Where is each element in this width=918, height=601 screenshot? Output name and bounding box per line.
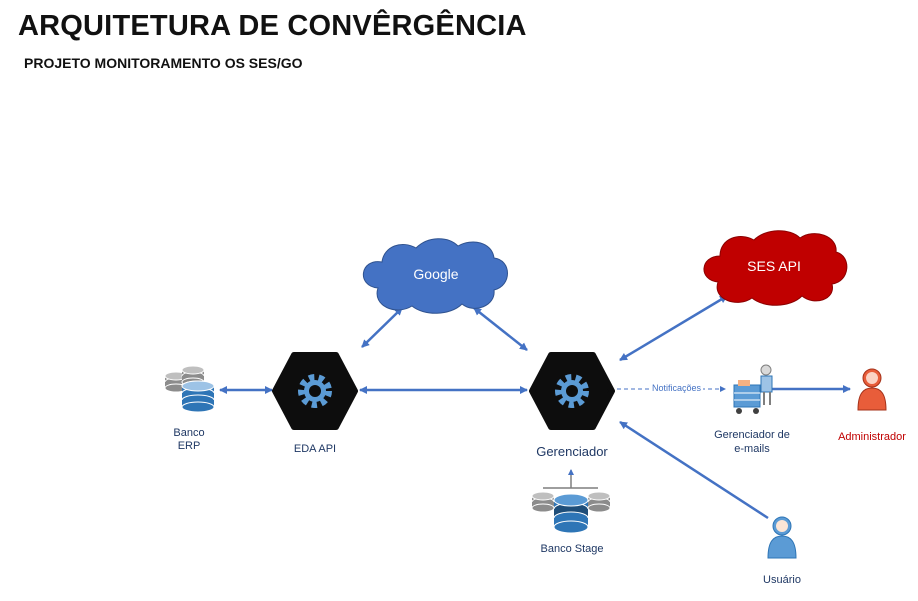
google-label: Google	[413, 266, 459, 282]
arrow-usuario-gerenciador	[619, 420, 769, 520]
arrow-eda-google	[361, 307, 403, 348]
banco-erp-label-line2: ERP	[177, 440, 201, 452]
eda-api-label: EDA API	[293, 443, 337, 455]
usuario-icon	[767, 516, 797, 559]
arrow-gerenciador-ses	[619, 294, 728, 362]
page-subtitle: PROJETO MONITORAMENTO OS SES/GO	[24, 55, 303, 71]
ses-api-cloud	[703, 230, 848, 306]
email-manager-label-line2: e-mails	[734, 443, 770, 455]
page-title: ARQUITETURA DE CONVÊRGÊNCIA	[18, 10, 527, 42]
connections	[219, 294, 851, 520]
google-cloud	[362, 238, 508, 314]
banco-erp-label-line1: Banco	[173, 427, 205, 439]
arrow-google-gerenciador	[473, 307, 528, 351]
notificacoes-label: Notificações	[650, 383, 704, 393]
banco-erp-icon	[164, 365, 215, 413]
usuario-label: Usuário	[763, 574, 801, 586]
administrador-label: Administrador	[838, 431, 906, 443]
banco-stage-icon	[531, 487, 611, 534]
ses-api-label: SES API	[747, 258, 801, 274]
gerenciador-label: Gerenciador	[536, 444, 608, 459]
email-manager-label-line1: Gerenciador de	[714, 429, 790, 441]
email-manager-icon	[733, 364, 773, 414]
gerenciador-node	[529, 352, 615, 430]
administrador-icon	[857, 368, 887, 411]
banco-stage-label: Banco Stage	[540, 543, 604, 555]
eda-api-node	[272, 352, 358, 430]
